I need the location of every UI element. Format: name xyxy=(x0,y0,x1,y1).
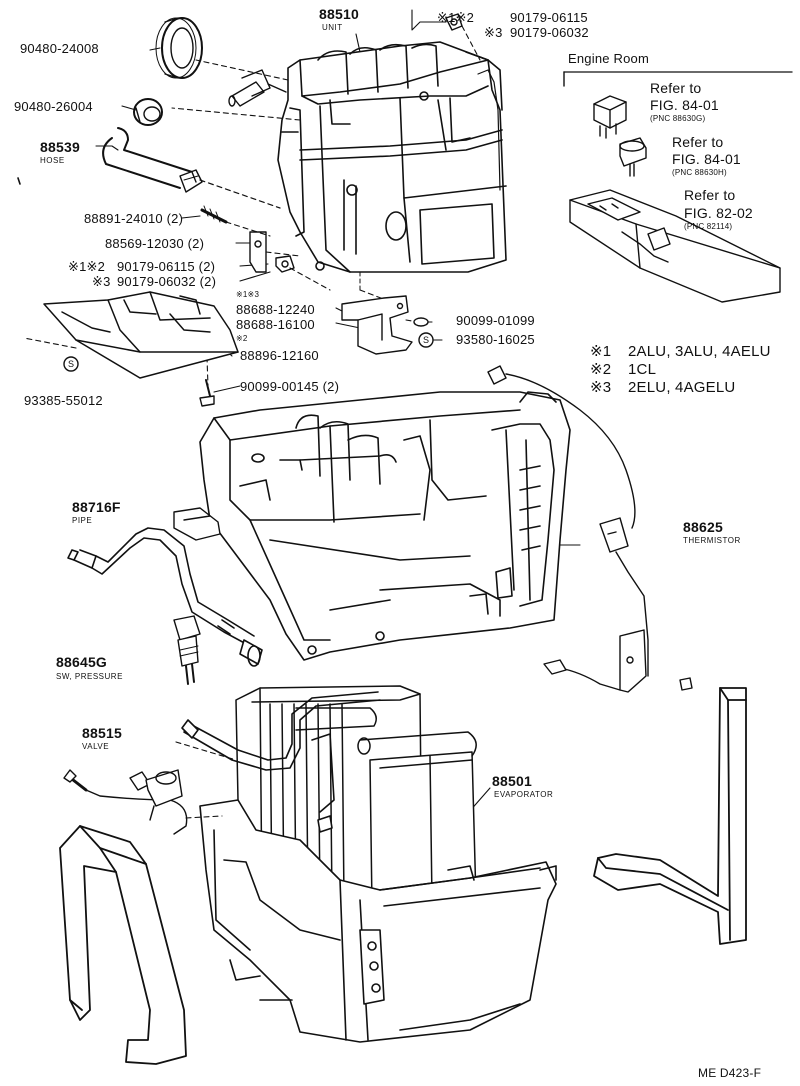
evaporator-part-number: 88501 xyxy=(492,773,532,789)
ref1-line1: Refer to xyxy=(650,80,702,96)
s-symbol-93580 xyxy=(418,332,434,348)
ref1-line2: FIG. 84-01 xyxy=(650,97,719,113)
nut-3-b-mark: ※3 xyxy=(92,274,111,289)
stud-88891 xyxy=(200,205,228,224)
evaporator-name: EVAPORATOR xyxy=(494,790,554,799)
grommet-a-pn: 90480-24008 xyxy=(20,41,99,56)
screw-90099-00145 xyxy=(199,379,215,407)
connector-plug xyxy=(228,69,287,107)
bracket-88569 xyxy=(249,231,267,273)
heater-case-main xyxy=(199,391,571,661)
heater-unit-88510 xyxy=(277,41,507,291)
nut-12-b-pn: 90179-06115 (2) xyxy=(117,259,216,274)
grommet-90480-24008 xyxy=(155,17,203,79)
bracket-88688 xyxy=(341,295,413,355)
bracket-2-pn: 88688-16100 xyxy=(236,317,315,332)
lower-case xyxy=(199,799,557,1043)
ref3-line2: FIG. 82-02 xyxy=(684,205,753,221)
nut-3-top-mark: ※3 xyxy=(484,25,503,40)
legend-text-3: 2ELU, 4AGELU xyxy=(628,379,736,396)
s-symbol-93385 xyxy=(63,356,79,372)
washer-pn: 90099-01099 xyxy=(456,313,535,328)
pipe-88716F xyxy=(67,527,263,667)
valve-part-number: 88515 xyxy=(82,725,122,741)
hose-part-number: 88539 xyxy=(40,139,80,155)
bracket-13-mark: ※1※3 xyxy=(236,290,260,299)
thermistor-88625 xyxy=(487,365,649,693)
s-symbol-label-93385: S xyxy=(68,359,75,369)
ref1-pnc: (PNC 88630G) xyxy=(650,114,706,123)
engine-room-box xyxy=(563,71,793,303)
pipe-part-number: 88716F xyxy=(72,499,121,515)
s-symbol-label-93580: S xyxy=(423,335,430,345)
pressure-switch-88645G xyxy=(173,615,201,685)
ref2-pnc: (PNC 88630H) xyxy=(672,168,727,177)
cover-88896 xyxy=(43,291,239,379)
bracket-a-pn: 88569-12030 (2) xyxy=(105,236,205,251)
legend-text-2: 1CL xyxy=(628,361,657,378)
clip-s-pn: 93385-55012 xyxy=(24,393,103,408)
legend-text-1: 2ALU, 3ALU, 4AELU xyxy=(628,343,771,360)
screw-s-pn: 93580-16025 xyxy=(456,332,535,347)
valve-name: VALVE xyxy=(82,742,110,751)
stud-pn: 88891-24010 (2) xyxy=(84,211,184,226)
ref2-line1: Refer to xyxy=(672,134,724,150)
pipe-name: PIPE xyxy=(72,516,93,525)
figure-code: ME D423-F xyxy=(698,1066,762,1080)
nut-12-top-mark: ※1※2 xyxy=(437,10,475,25)
nut-3-b-pn: 90179-06032 (2) xyxy=(117,274,217,289)
small-screw xyxy=(679,677,693,691)
right-duct xyxy=(593,687,747,945)
ref3-line1: Refer to xyxy=(684,187,736,203)
ref3-pnc: (PNC 82114) xyxy=(684,222,733,231)
hose-name: HOSE xyxy=(40,156,65,165)
grommet-90480-26004 xyxy=(133,98,163,126)
thermistor-part-number: 88625 xyxy=(683,519,723,535)
bracket-2-mark: ※2 xyxy=(236,334,248,343)
pressure-switch-name: SW, PRESSURE xyxy=(56,672,123,681)
bracket-13-pn: 88688-12240 xyxy=(236,302,315,317)
nut-90179 xyxy=(275,255,295,273)
unit-flange xyxy=(173,507,221,541)
valve-88515 xyxy=(63,769,188,835)
grommet-b-pn: 90480-26004 xyxy=(14,99,93,114)
legend-mark-2: ※2 xyxy=(590,361,612,378)
evaporator-pipes xyxy=(181,691,381,833)
legend-mark-1: ※1 xyxy=(590,343,612,360)
nut-12-top-pn: 90179-06115 xyxy=(510,10,588,25)
screw-pn: 90099-00145 (2) xyxy=(240,379,340,394)
unit-name: UNIT xyxy=(322,23,343,32)
ref2-line2: FIG. 84-01 xyxy=(672,151,741,167)
pressure-switch-part-number: 88645G xyxy=(56,654,108,670)
unit-part-number: 88510 xyxy=(319,6,359,22)
engine-room-title: Engine Room xyxy=(568,51,649,66)
thermistor-name: THERMISTOR xyxy=(683,536,741,545)
nut-12-b-mark: ※1※2 xyxy=(68,259,106,274)
nut-3-top-pn: 90179-06032 xyxy=(510,25,589,40)
hose-88539 xyxy=(102,127,203,193)
legend-mark-3: ※3 xyxy=(590,379,612,396)
cover-pn: 88896-12160 xyxy=(240,348,319,363)
left-duct-frame xyxy=(59,825,187,1065)
washer xyxy=(413,317,429,327)
